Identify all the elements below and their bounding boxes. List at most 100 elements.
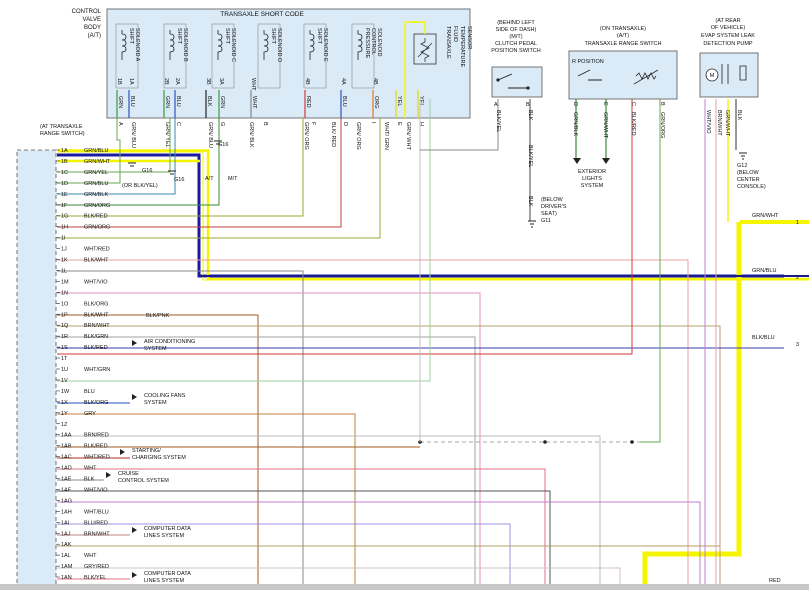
pin-wire-color: GRN/WHT (84, 159, 111, 165)
svg-text:SENSOR: SENSOR (466, 26, 472, 49)
solenoid-coil-icon (121, 30, 127, 60)
solenoid-label: CONTROL (370, 28, 376, 55)
pcm-wire (57, 314, 259, 590)
wire-label-top: GRN (117, 96, 123, 108)
pin-wire-color: GRY (84, 411, 96, 417)
bottom-edge-strip (0, 584, 809, 590)
arrow-icon (106, 472, 111, 478)
svg-text:POSITION SWITCH: POSITION SWITCH (491, 48, 541, 54)
pin-label: 1AM (61, 564, 73, 570)
pin-wire-color: WHT/RED (84, 247, 110, 253)
pcm-wire (57, 292, 481, 590)
pin-wire-color: BLK/RED (84, 444, 108, 450)
svg-text:(BELOW: (BELOW (737, 170, 760, 176)
pin-wire-color: BLK/WHT (84, 312, 109, 318)
pin-wire-color: BLK/ORG (84, 400, 108, 406)
pin-wire-color: GRN/YEL (84, 170, 108, 176)
pin-label: 1T (61, 356, 68, 362)
output-wire-label: GRN/WHT (752, 213, 779, 219)
solenoid-frame (303, 23, 327, 89)
wire-label-mid: D (342, 122, 348, 126)
at-label: A/T (205, 176, 214, 182)
solenoid-label: PRESSURE (364, 28, 370, 59)
range-switch-box (568, 50, 678, 100)
pin-wire-color: GRN/ORG (84, 203, 110, 209)
svg-text:TEMPERATURE: TEMPERATURE (459, 26, 465, 67)
system-label: COMPUTER DATA (144, 526, 191, 532)
arrow-icon (132, 394, 137, 400)
wire-label-top: GRN (219, 96, 225, 108)
pcm-wire (57, 118, 220, 206)
svg-text:CENTER: CENTER (737, 177, 760, 183)
wire-label-top: BLU (129, 96, 135, 107)
system-label: LINES SYSTEM (144, 533, 184, 539)
pin-label: 1Z (61, 422, 68, 428)
svg-text:(ON TRANSAXLE): (ON TRANSAXLE) (600, 26, 646, 32)
highlight-grn-wht-a (58, 149, 809, 281)
pin-label: 1X (61, 400, 68, 406)
arrow-icon (132, 572, 137, 578)
solenoid-label: SOLENOID C (230, 28, 236, 62)
pin-wire-color: BLK/GRN (84, 334, 108, 340)
wire-label-top: RED (305, 96, 311, 108)
range-wire: GRN/BLK (572, 112, 578, 136)
svg-text:G12: G12 (737, 163, 747, 169)
bottom-right-red-label: RED (769, 578, 781, 584)
pcm-connector-box (16, 149, 57, 590)
svg-text:DETECTION PUMP: DETECTION PUMP (703, 41, 753, 47)
range-pin: B (659, 102, 665, 106)
solenoid-frame (211, 23, 235, 89)
cvb-line-2: VALVE (83, 17, 101, 23)
pin-wire-color: WHT/RED (84, 455, 110, 461)
solenoid-frame (257, 23, 281, 89)
splice-dot (630, 440, 634, 444)
clutch-wire-a (420, 99, 499, 151)
wire-label-mid: GRN/ BLU (207, 122, 213, 148)
svg-text:SEAT): SEAT) (541, 211, 557, 217)
evap-wire-label: GRN/WHT (724, 110, 730, 137)
range-switch-contact-icon (577, 69, 602, 81)
pin-wire-color: BLU (84, 389, 95, 395)
pin-wire-color: BLK/RED (84, 214, 108, 220)
svg-text:TRANSAXLE: TRANSAXLE (445, 26, 451, 59)
ground-g12-icon (739, 152, 747, 160)
pin-label: 1S (61, 345, 68, 351)
evap-wire-label: WHT/VIO (705, 110, 711, 134)
output-number: 3 (796, 342, 799, 348)
exterior-lights-arrow-icon (573, 158, 610, 164)
pin-label-top: 1B (116, 78, 122, 85)
motor-label: M (710, 73, 715, 79)
clutch-wire-d: BLK (527, 196, 533, 207)
wire-label-top: YEL (396, 96, 402, 106)
solenoid-coil-icon (217, 30, 223, 60)
svg-text:RANGE SWITCH): RANGE SWITCH) (40, 131, 85, 137)
pin-label: 1AB (61, 444, 72, 450)
svg-text:(BEHIND LEFT: (BEHIND LEFT (497, 20, 535, 26)
g16-label-b: G16 (174, 177, 184, 183)
pin-label: 1W (61, 389, 70, 395)
solenoid-label: SHIFT (176, 28, 182, 45)
wire-label-mid: GRN/ ORG (303, 122, 309, 150)
pin-label: 1AK (61, 542, 72, 548)
arrow-icon (120, 449, 125, 455)
svg-text:(AT REAR: (AT REAR (715, 18, 740, 24)
pin-wire-color: GRN/BLK (84, 192, 108, 198)
g11-label: (BELOW DRIVER'S SEAT) G11 (541, 197, 567, 224)
wire-label-top: BLU (341, 96, 347, 107)
pin-wire-color: GRN/BLU (84, 181, 108, 187)
svg-text:(BELOW: (BELOW (541, 197, 564, 203)
svg-text:OF VEHICLE): OF VEHICLE) (711, 25, 746, 31)
system-label: CRUISE (118, 471, 139, 477)
solenoid-coil-icon (263, 30, 269, 60)
pin-label: 1AI (61, 520, 70, 526)
clutch-pin-a: A (494, 102, 498, 108)
inline-wire-label: BLK/PNK (146, 313, 170, 319)
pin-wire-color: WHT/VIO (84, 279, 108, 285)
range-wire: GRN/WHT (602, 112, 608, 139)
svg-text:FLUID: FLUID (452, 26, 458, 42)
svg-text:(M/T): (M/T) (509, 34, 522, 40)
